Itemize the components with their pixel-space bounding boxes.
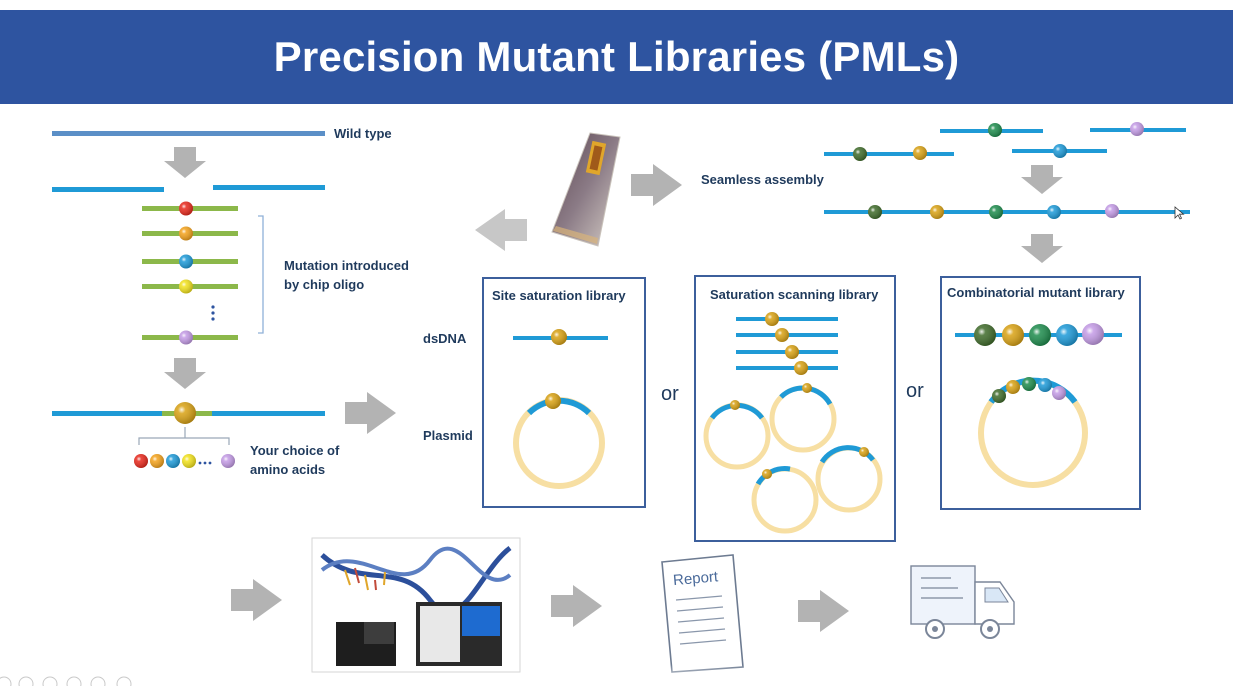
right-arrow-icon <box>231 579 282 621</box>
down-arrow-icon <box>164 358 206 389</box>
dna-fragment-left <box>52 187 164 192</box>
plasmid-label: Plasmid <box>423 428 473 443</box>
down-arrow-icon <box>1021 165 1063 194</box>
report-document-icon: Report <box>655 554 750 685</box>
site-plasmid <box>513 393 605 489</box>
mutant-dna-right <box>212 411 325 416</box>
mutation-label-line2: by chip oligo <box>284 277 364 292</box>
mutation-bracket <box>258 215 264 334</box>
dna-fragment-right <box>213 185 325 190</box>
amino-acid-choices <box>134 454 235 468</box>
combinatorial-box <box>940 276 1141 510</box>
scanning-plasmid-set <box>703 383 883 534</box>
or-label-2: or <box>906 380 924 402</box>
report-label: Report <box>672 568 719 589</box>
chip-oligo-slide-icon <box>551 132 621 247</box>
choice-label-line1: Your choice of <box>250 443 340 458</box>
mutation-label-line1: Mutation introduced <box>284 258 409 273</box>
choice-label-line2: amino acids <box>250 462 325 477</box>
right-arrow-icon <box>798 590 849 632</box>
mouse-cursor-icon <box>1174 206 1185 220</box>
dna-sequencer-icon <box>311 537 521 673</box>
site-saturation-title: Site saturation library <box>492 288 626 303</box>
combinatorial-title: Combinatorial mutant library <box>947 285 1125 300</box>
mutant-dna-left <box>52 411 170 416</box>
title-banner <box>0 10 1233 104</box>
down-arrow-icon <box>164 147 206 178</box>
chip-oligo-set <box>142 201 238 345</box>
site-saturation-box <box>482 277 646 508</box>
right-arrow-icon <box>345 392 396 434</box>
pml-workflow-diagram: Wild type Mutation introduced by chip ol… <box>0 122 1190 686</box>
seamless-assembly-label: Seamless assembly <box>701 172 825 187</box>
or-label-1: or <box>661 383 679 405</box>
right-arrow-icon <box>551 585 602 627</box>
page-title: Precision Mutant Libraries (PMLs) <box>273 33 960 80</box>
left-arrow-icon <box>475 209 527 251</box>
window-top-strip <box>0 0 1233 10</box>
assembly-fragments <box>824 122 1186 161</box>
right-arrow-icon <box>631 164 682 206</box>
wild-type-label: Wild type <box>334 126 392 141</box>
saturation-scanning-box <box>694 275 896 542</box>
combinatorial-dsdna <box>955 323 1122 346</box>
combinatorial-plasmid <box>978 377 1088 488</box>
choice-bracket <box>138 427 230 445</box>
down-arrow-icon <box>1021 234 1063 263</box>
assembled-combinatorial-dna <box>824 204 1190 219</box>
delivery-truck-icon <box>900 565 1030 662</box>
slide-nav-icons[interactable] <box>0 676 132 686</box>
scanning-dsdna-set <box>736 312 838 375</box>
dsdna-label: dsDNA <box>423 331 467 346</box>
saturation-scanning-title: Saturation scanning library <box>710 287 879 302</box>
wild-type-dna <box>52 131 325 136</box>
